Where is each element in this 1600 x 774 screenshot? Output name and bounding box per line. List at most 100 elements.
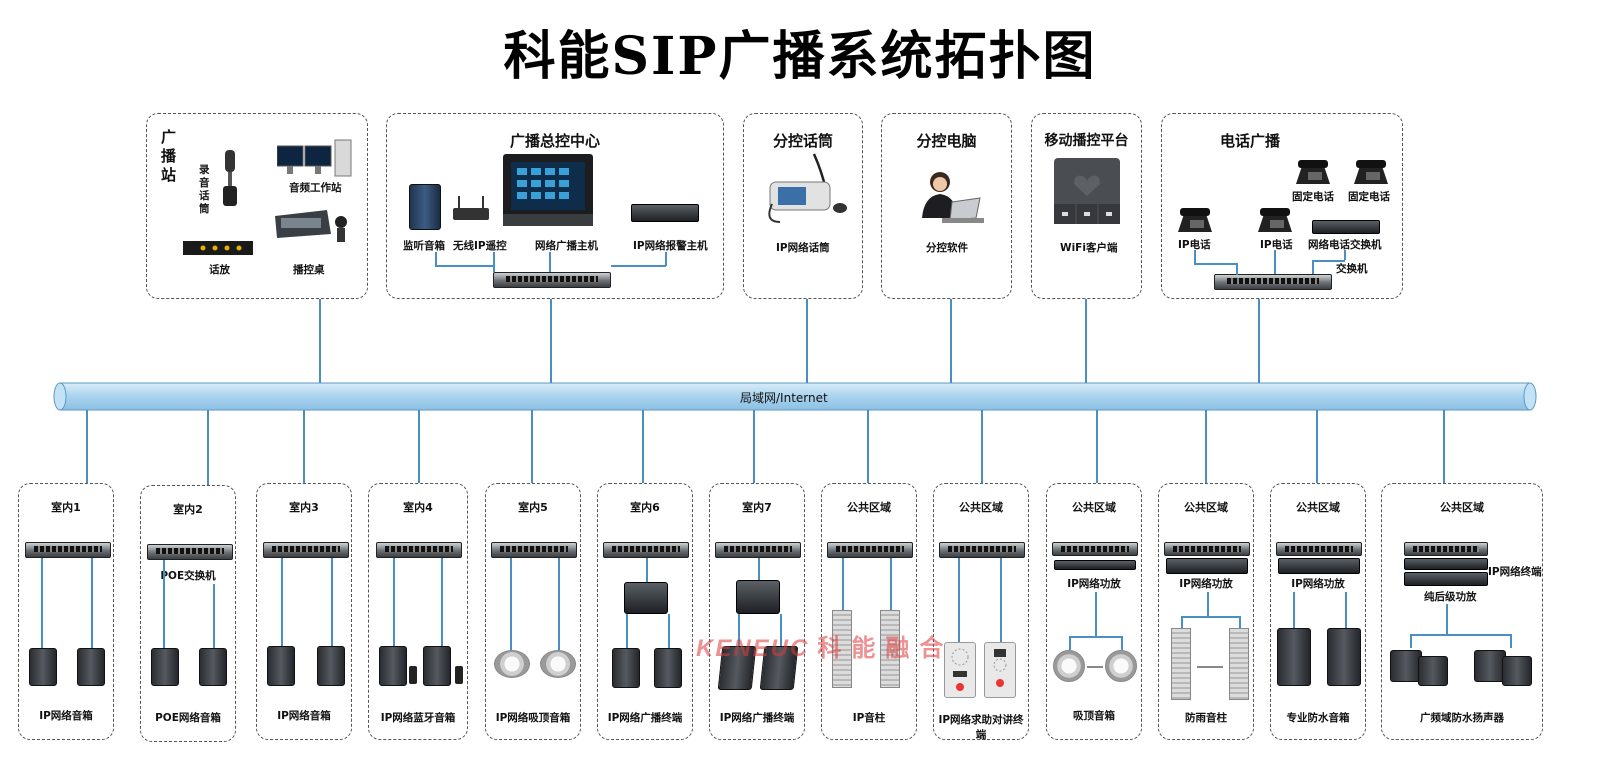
- zone-title: 室内3: [289, 501, 319, 514]
- network-switch-icon: [827, 542, 913, 558]
- microphone-icon: [219, 150, 241, 208]
- group-title: 广播站: [161, 128, 177, 184]
- device-label: IP网络广播终端: [607, 712, 683, 724]
- amp-label: IP网络功放: [1179, 578, 1233, 590]
- device-label: 广频域防水扬声器: [1420, 712, 1504, 724]
- link-line: [1197, 666, 1223, 668]
- network-switch-icon: [491, 542, 577, 558]
- link-line: [213, 584, 215, 648]
- group-title: 分控电脑: [916, 132, 977, 150]
- network-terminal-icon: [1404, 558, 1488, 570]
- column-speaker-icon: [880, 610, 900, 688]
- device-label: 固定电话: [1348, 191, 1390, 203]
- speaker-icon: [151, 648, 179, 686]
- zone-title: 室内7: [742, 501, 772, 514]
- link-line: [1181, 616, 1183, 628]
- network-switch-icon: [715, 542, 801, 558]
- link-line: [867, 410, 869, 484]
- link-line: [806, 297, 808, 383]
- link-line: [1181, 616, 1239, 618]
- terminal-label: IP网络终端: [1488, 566, 1542, 578]
- link-line: [1069, 636, 1121, 638]
- zone-indoor-6: 室内6 IP网络广播终端: [597, 483, 693, 740]
- ceiling-speaker-icon: [1105, 650, 1137, 682]
- zone-indoor-5: 室内5 IP网络吸顶音箱: [485, 483, 581, 740]
- zone-indoor-2: 室内2 POE交换机 POE网络音箱: [140, 485, 236, 742]
- link-line: [435, 265, 495, 267]
- link-line: [493, 252, 495, 272]
- device-label: IP电话: [1260, 239, 1293, 251]
- control-desk-icon: [271, 204, 353, 246]
- zone-title: 室内5: [518, 501, 548, 514]
- poe-switch-icon: [147, 544, 233, 560]
- device-label: IP网络音箱: [277, 710, 331, 722]
- zone-public-waterproof: 公共区域 IP网络功放 专业防水音箱: [1270, 483, 1366, 740]
- group-title: 电话广播: [1219, 132, 1280, 150]
- link-line: [91, 558, 93, 648]
- talk-amp-icon: [183, 240, 253, 255]
- speaker-icon: [317, 646, 345, 686]
- desk-phone-icon: [1294, 158, 1332, 186]
- link-line: [1443, 410, 1445, 484]
- amp-label: 纯后级功放: [1424, 591, 1477, 603]
- link-line: [86, 410, 88, 484]
- group-sub-mic: 分控话筒 IP网络话筒: [743, 113, 863, 299]
- network-switch-icon: [1164, 542, 1250, 556]
- group-phone-broadcast: 电话广播 固定电话 固定电话 IP电话 IP电话 网络电话交换机 交换机: [1161, 113, 1403, 299]
- link-line: [418, 410, 420, 484]
- horn-speaker-icon: [1418, 656, 1448, 686]
- intercom-terminal-icon: [984, 642, 1016, 698]
- operator-laptop-icon: [912, 168, 984, 226]
- waterproof-speaker-icon: [1327, 628, 1361, 686]
- device-label: IP网络话筒: [776, 242, 830, 254]
- network-switch-icon: [263, 542, 349, 558]
- link-line: [1293, 592, 1295, 628]
- link-line: [319, 297, 321, 383]
- link-line: [207, 410, 209, 486]
- zone-title: 室内6: [630, 501, 660, 514]
- zone-title: 公共区域: [1072, 501, 1116, 514]
- device-label: IP网络音箱: [39, 710, 93, 722]
- link-line: [1239, 616, 1241, 628]
- link-line: [1121, 636, 1123, 650]
- desk-phone-icon: [1352, 158, 1390, 186]
- link-line: [510, 558, 512, 650]
- device-label: 音频工作站: [289, 182, 342, 194]
- link-line: [626, 614, 628, 648]
- amplifier-icon: [1166, 558, 1248, 574]
- speaker-icon: [654, 648, 682, 688]
- group-title: 广播总控中心: [509, 132, 600, 150]
- rain-column-speaker-icon: [1171, 628, 1191, 700]
- zone-title: 公共区域: [847, 501, 891, 514]
- power-amplifier-icon: [1404, 572, 1488, 586]
- link-line: [753, 410, 755, 484]
- link-line: [393, 558, 395, 646]
- link-line: [281, 558, 283, 646]
- link-line: [611, 265, 666, 267]
- link-line: [1194, 250, 1196, 264]
- zone-indoor-3: 室内3 IP网络音箱: [256, 483, 352, 740]
- link-line: [163, 560, 165, 648]
- link-line: [1095, 592, 1097, 636]
- link-line: [435, 252, 437, 266]
- alarm-host-icon: [631, 204, 699, 222]
- device-label: WiFi客户端: [1060, 242, 1118, 254]
- link-line: [1258, 297, 1260, 383]
- network-switch-icon: [25, 542, 111, 558]
- amplifier-icon: [1278, 558, 1360, 574]
- link-line: [890, 558, 892, 610]
- link-line: [950, 297, 952, 383]
- broadcast-host-icon: [503, 154, 593, 226]
- link-line: [549, 252, 551, 272]
- link-line: [981, 410, 983, 484]
- device-label: 话放: [209, 264, 230, 276]
- network-label: 局域网/Internet: [740, 391, 828, 405]
- bluetooth-speaker-icon: [423, 646, 451, 686]
- network-switch-icon: [1052, 542, 1138, 556]
- device-label: 播控桌: [293, 264, 325, 276]
- zone-public-horn: 公共区域 IP网络终端 纯后级功放 广频域防水扬声器: [1381, 483, 1543, 740]
- group-title: 分控话筒: [772, 132, 833, 150]
- ip-microphone-icon: [764, 152, 848, 226]
- link-line: [758, 558, 760, 580]
- device-label: IP电话: [1178, 239, 1211, 251]
